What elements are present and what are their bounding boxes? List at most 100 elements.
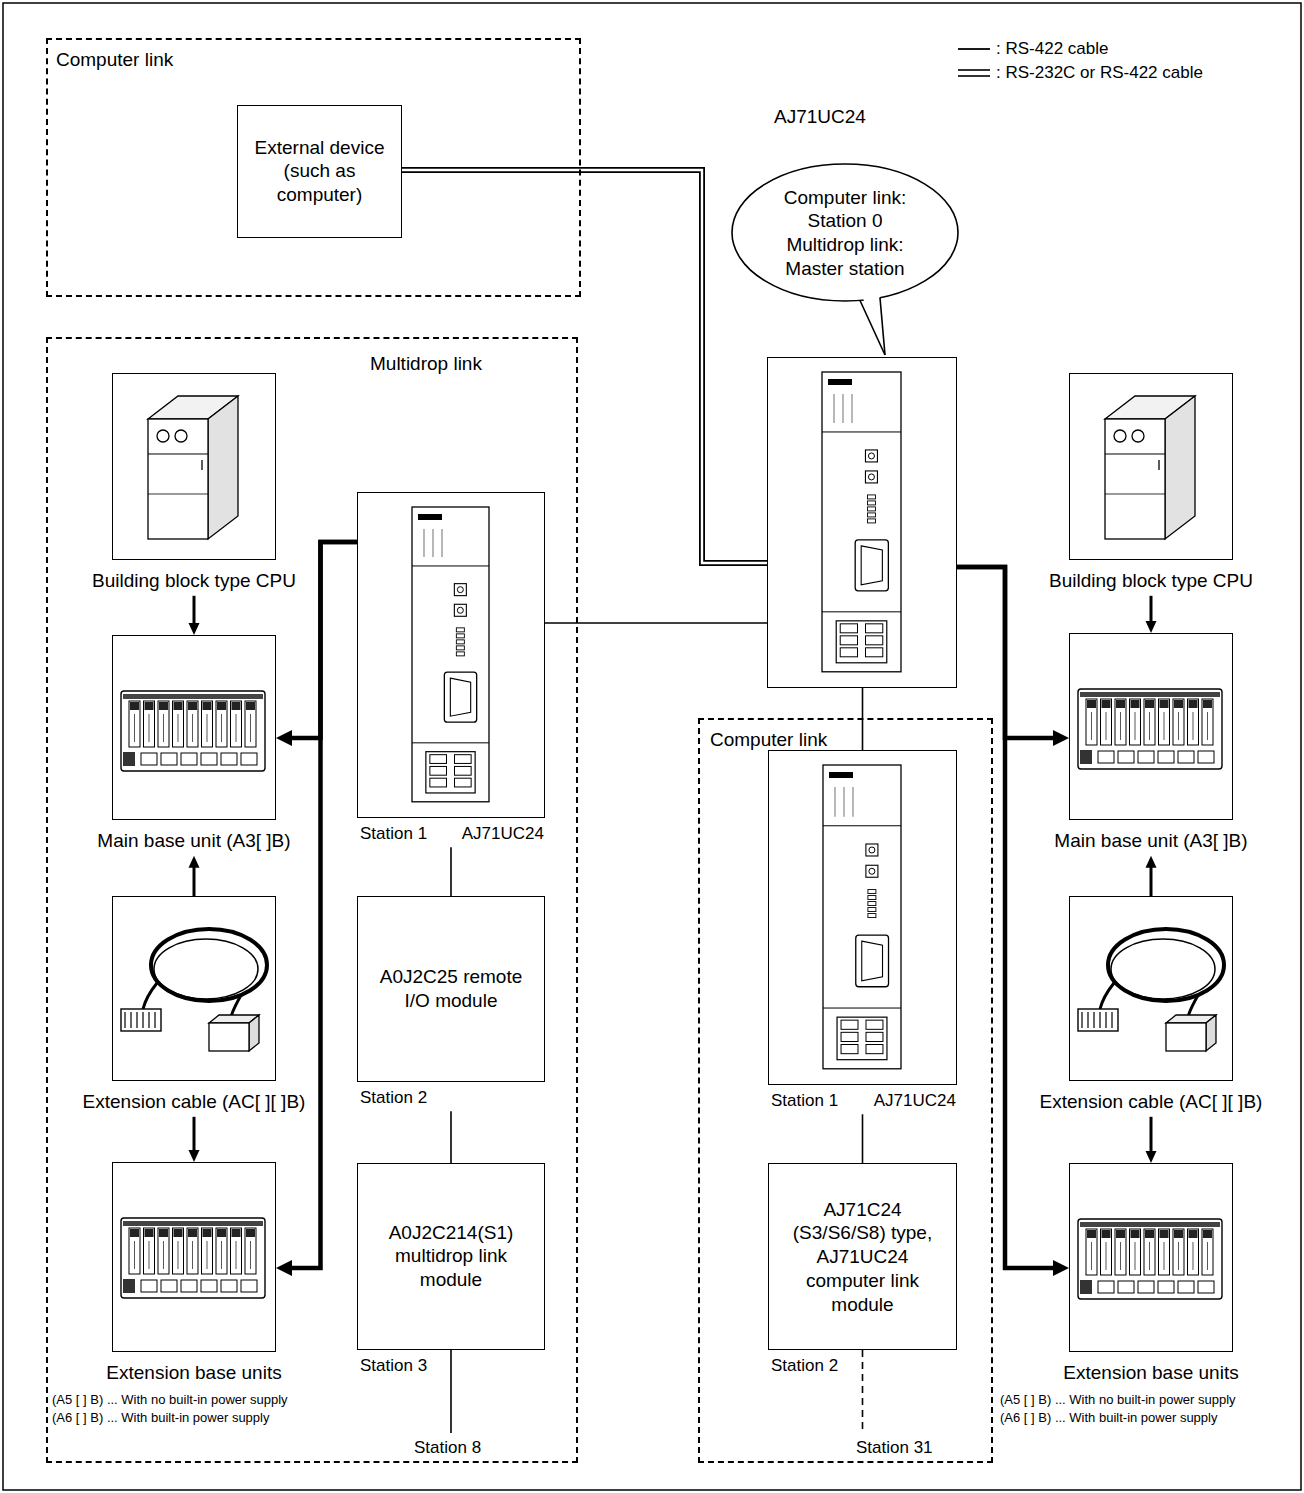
drawing-part [958,48,990,50]
drawing-part [855,540,888,591]
drawing-part [1138,751,1154,763]
drawing-part [423,529,424,557]
drawing-part [1114,430,1126,442]
drawing-part [1145,700,1154,708]
drawing-part [1115,1229,1126,1275]
drawing-part [188,1229,197,1237]
drawing-part [1078,1009,1118,1031]
drawing-part [958,75,990,77]
drawing-part [201,460,202,470]
link-continuation-dashed [862,1350,864,1433]
drawing-part [1080,750,1092,764]
drawing-part [217,1229,226,1237]
drawing-part [1078,1219,1222,1299]
node-text: A0J2C25 remote I/O module [376,965,526,1013]
outer-border [3,3,1301,1490]
drawing-part [163,714,164,742]
legend-text: : RS-232C or RS-422 cable [996,62,1203,83]
drawing-part [1101,700,1110,708]
drawing-part [880,298,885,355]
drawing-part [1149,712,1150,740]
drawing-part [868,908,876,912]
rs422-cable [451,847,452,896]
drawing-part [201,701,212,747]
drawing-part [123,694,263,699]
drawing-part [1100,699,1111,745]
arrow-head [1053,730,1069,746]
drawing-part [454,766,471,775]
drawing-part [834,787,835,817]
note-text: (A6 [ ] B) ... With built-in power suppl… [1000,1410,1217,1426]
legend-text: : RS-422 cable [996,38,1108,59]
drawing-part [141,753,157,765]
drawing-part [866,1020,883,1029]
node-text: Computer link [710,728,827,752]
node-text: Main base unit (A3[ ]B) [97,829,290,853]
drawing-part [1178,1281,1194,1293]
node-text: Building block type CPU [92,569,296,593]
drawing-part [154,939,258,999]
drawing-part [1192,712,1193,740]
drawing-part [141,1280,157,1292]
station-label: AJ71UC24 [874,1090,956,1111]
drawing-part [1129,699,1140,745]
drawing-part [245,701,256,747]
drawing-part [841,1045,858,1054]
node-text: Extension base units [106,1361,281,1385]
drawing-part [134,1241,135,1269]
drawing-part [856,935,889,987]
drawing-part [866,1045,883,1054]
drawing-part [867,513,875,517]
drawing-part [1081,1012,1082,1028]
drawing-part [144,1229,153,1237]
node-text: Station 1 [360,823,427,844]
note-text: (A5 [ ] B) ... With no built-in power su… [1000,1392,1236,1408]
drawing-part [1163,712,1164,740]
cpu-illustration: Building block type CPU [1069,373,1233,560]
drawing-part [1188,1230,1197,1238]
drawing-part [1158,699,1169,745]
link-module-illustration: Station 1AJ71UC24 [768,750,957,1085]
drawing-part [862,941,883,981]
node-text: A0J2C214(S1) multidrop link module [376,1221,526,1292]
drawing-part [865,450,877,462]
drawing-part [867,519,875,523]
rs422-cable [862,1114,863,1163]
drawing-part [1158,1281,1174,1293]
module-box: A0J2C25 remote I/O moduleStation 2 [357,896,545,1082]
drawing-part [123,1279,135,1293]
connection-arrow [1146,856,1157,896]
node-text: AJ71UC24 [774,105,866,129]
drawing-part [822,611,901,612]
base-unit-illustration-art [113,1163,274,1350]
node-text: Computer link: Station 0 Multidrop link:… [774,185,916,280]
drawing-part [231,702,240,710]
connector-line [1150,596,1153,624]
base-unit-illustration: Main base unit (A3[ ]B) [112,635,276,820]
drawing-part [456,652,464,656]
drawing-part [867,495,875,499]
drawing-part [456,634,464,638]
drawing-part [181,1280,197,1292]
drawing-part [418,514,442,520]
drawing-part [837,1017,887,1060]
drawing-part [866,1032,883,1041]
drawing-part [1105,493,1165,494]
arrow-head [276,1260,292,1276]
drawing-part [1149,1242,1150,1270]
drawing-part [457,587,463,593]
drawing-part [841,1032,858,1041]
drawing-part [836,621,887,663]
drawing-part [159,1229,168,1237]
drawing-part [430,778,447,787]
drawing-part [216,701,227,747]
drawing-part [412,565,489,566]
arrow-head [1053,1260,1069,1276]
connector-line [193,596,196,626]
note-text: (A6 [ ] B) ... With built-in power suppl… [52,1410,269,1426]
drawing-part [1198,751,1214,763]
arrow-head [1146,856,1157,868]
drawing-part [861,291,885,355]
drawing-part [202,702,211,710]
